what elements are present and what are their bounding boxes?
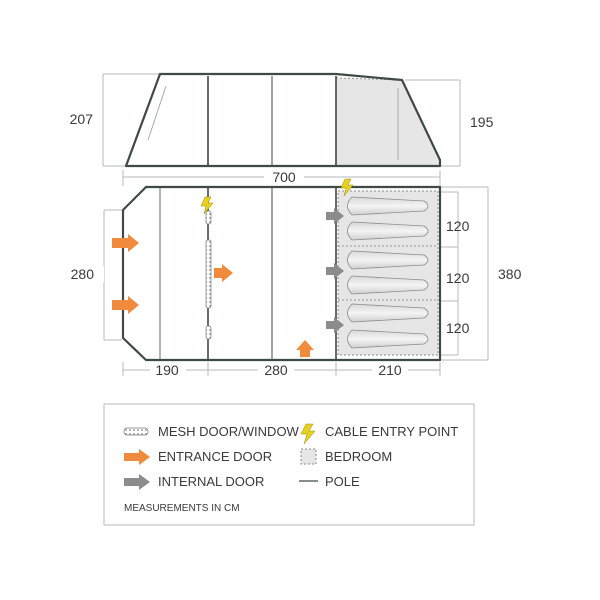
section-length-label-3: 210 <box>378 362 402 378</box>
side-elevation: 207 195 <box>70 72 494 168</box>
mesh-door-1 <box>205 239 212 309</box>
mesh-window-2 <box>205 325 212 340</box>
entrance-arrow-icon <box>112 234 139 252</box>
width-right-label: 380 <box>498 266 522 282</box>
legend: MESH DOOR/WINDOW ENTRANCE DOOR INTERNAL … <box>103 403 475 526</box>
mesh-window-1 <box>205 210 212 225</box>
cable-entry-bolt-icon <box>200 196 214 215</box>
side-door-line <box>147 85 167 141</box>
length-label-bg <box>264 170 304 184</box>
cable-entry-bolt-icon <box>340 178 354 197</box>
floor-outline <box>121 185 442 362</box>
orange-arrow-icon <box>124 449 150 465</box>
section-label-bg-2 <box>258 362 294 378</box>
section-length-label-2: 280 <box>264 362 288 378</box>
sleeping-bags <box>347 196 429 349</box>
bedroom-area <box>337 190 439 356</box>
bed-width-label-1: 120 <box>446 218 470 234</box>
legend-internal-label: INTERNAL DOOR <box>158 474 264 489</box>
legend-box <box>103 403 475 526</box>
legend-mesh-label: MESH DOOR/WINDOW <box>158 424 300 439</box>
internal-arrow-icon <box>326 208 344 224</box>
floor-plan: 700 280 380 120 120 120 190 280 210 <box>64 169 522 378</box>
legend-entrance-label: ENTRANCE DOOR <box>158 449 272 464</box>
internal-arrow-icon <box>326 317 344 333</box>
lightning-bolt-icon <box>300 423 316 445</box>
sleeping-bag <box>347 329 429 349</box>
section-label-bg-3 <box>372 362 408 378</box>
total-length-label: 700 <box>272 169 296 185</box>
sleeping-bag <box>347 275 429 295</box>
section-label-bg-1 <box>150 362 186 378</box>
sleeping-bag <box>347 250 429 270</box>
width-left-label: 280 <box>71 266 95 282</box>
grey-arrow-icon <box>124 474 150 490</box>
side-height-left-label: 207 <box>70 111 94 127</box>
internal-arrow-icon <box>326 263 344 279</box>
dashed-square-icon <box>300 448 317 465</box>
side-tent-outline <box>124 72 442 168</box>
side-bedroom-area <box>335 77 441 167</box>
sleeping-bag <box>347 221 429 241</box>
legend-pole-label: POLE <box>325 474 360 489</box>
entrance-arrow-icon <box>296 340 314 357</box>
side-height-right-label: 195 <box>470 114 494 130</box>
entrance-arrow-icon <box>112 296 139 314</box>
sleeping-bag <box>347 196 429 216</box>
bed-width-label-2: 120 <box>446 270 470 286</box>
section-length-label-1: 190 <box>155 362 179 378</box>
mesh-pattern-icon <box>123 427 149 436</box>
measurements-note: MEASUREMENTS IN CM <box>124 503 240 514</box>
sleeping-bag <box>347 303 429 323</box>
legend-cable-label: CABLE ENTRY POINT <box>325 424 458 439</box>
legend-bedroom-label: BEDROOM <box>325 449 392 464</box>
bed-width-label-3: 120 <box>446 320 470 336</box>
entrance-arrow-icon <box>214 264 233 282</box>
width-left-label-bg <box>64 266 104 282</box>
